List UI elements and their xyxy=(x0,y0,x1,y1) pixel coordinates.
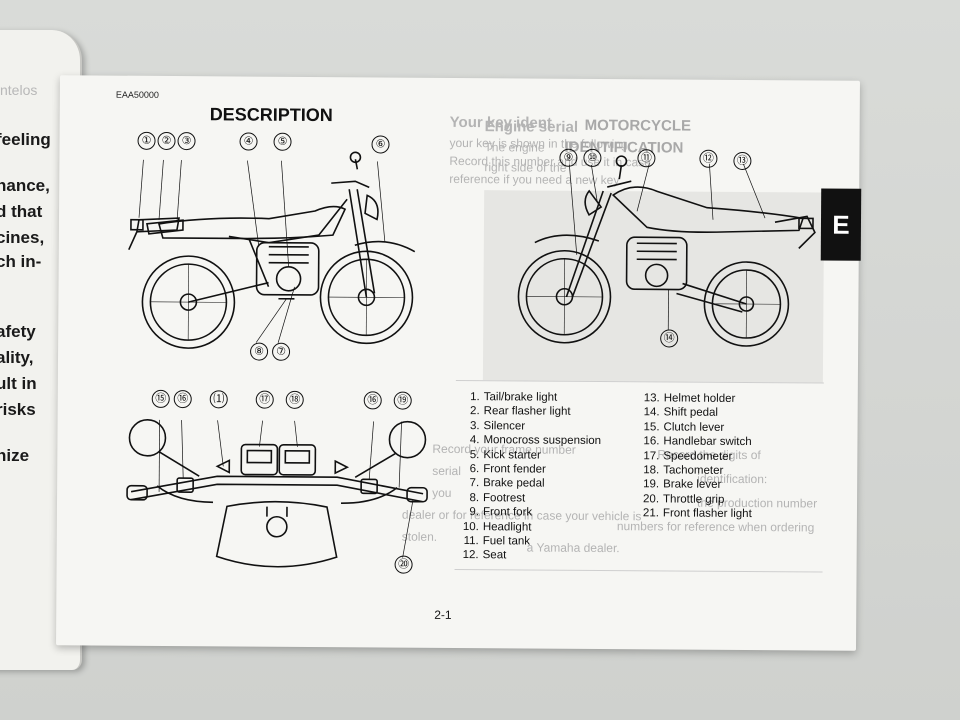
legend-item: 11.Fuel tank xyxy=(463,535,531,548)
legend-item: 19.Brake lever xyxy=(643,478,722,492)
motorcycle-right-view xyxy=(517,155,816,347)
parts-legend-right: 13.Helmet holder 14.Shift pedal 15.Clutc… xyxy=(637,391,753,521)
page-number: 2-1 xyxy=(434,607,452,622)
callout-marker: ⑯ xyxy=(173,390,192,409)
page-title: DESCRIPTION xyxy=(209,104,333,126)
text-fragment: feeling xyxy=(0,130,51,149)
motorcycle-left-view xyxy=(128,151,416,349)
text-fragment: nize xyxy=(0,446,30,465)
section-tab: E xyxy=(820,188,862,261)
callout-marker: ⑰ xyxy=(255,390,274,409)
callout-marker: ③ xyxy=(177,132,196,151)
legend-item: 20.Throttle grip xyxy=(643,493,725,506)
callout-marker: ⑳ xyxy=(394,555,413,574)
legend-item: 13.Helmet holder xyxy=(643,392,736,405)
callout-marker: ⑪ xyxy=(637,149,656,168)
legend-item: 2.Rear flasher light xyxy=(470,405,571,419)
legend-item: 21.Front flasher light xyxy=(642,507,752,521)
ghost-heading: Engine serial xyxy=(484,118,579,136)
manual-page: Your key ident your key is shown in the … xyxy=(56,75,862,651)
text-fragment: afety xyxy=(0,322,36,341)
legend-item: 17.Speedometer xyxy=(643,449,733,463)
legend-item: 18.Tachometer xyxy=(643,464,724,477)
callout-marker: ⑴ xyxy=(209,390,228,409)
legend-item: 14.Shift pedal xyxy=(643,406,719,420)
callout-marker: ⑦ xyxy=(272,342,291,361)
legend-item: 9.Front fork xyxy=(469,506,533,519)
legend-item: 10.Headlight xyxy=(462,520,532,534)
legend-item: 1.Tail/brake light xyxy=(470,391,558,404)
callout-marker: ① xyxy=(137,131,156,150)
callout-marker: ⑫ xyxy=(699,149,718,168)
callout-marker: ⑨ xyxy=(559,148,578,167)
legend-item: 6.Front fender xyxy=(469,463,546,476)
callout-marker: ⑬ xyxy=(733,151,752,171)
text-fragment: nance, xyxy=(0,176,50,195)
legend-item: 3.Silencer xyxy=(469,419,526,433)
handlebar-view xyxy=(126,419,428,568)
callout-marker: ⑥ xyxy=(371,135,390,154)
text-fragment: cines, xyxy=(0,228,45,247)
legend-item: 15.Clutch lever xyxy=(643,421,725,434)
callout-marker: ⑩ xyxy=(583,148,602,167)
callout-marker: ⑲ xyxy=(393,391,412,410)
ghost-heading: MOTORCYCLE xyxy=(584,116,692,135)
legend-item: 5.Kick starter xyxy=(469,448,541,462)
text-fragment: d that xyxy=(0,202,43,221)
text-fragment: ality, xyxy=(0,348,34,367)
legend-item: 4.Monocross suspension xyxy=(469,434,602,448)
legend-item: 16.Handlebar switch xyxy=(643,435,752,449)
legend-item: 12.Seat xyxy=(462,549,507,562)
section-code: EAA50000 xyxy=(115,89,159,100)
text-fragment: ch in- xyxy=(0,252,42,271)
legend-item: 8.Footrest xyxy=(469,491,526,505)
legend-item: 7.Brake pedal xyxy=(469,477,545,491)
callout-marker: ⑭ xyxy=(660,329,679,348)
callout-marker: ② xyxy=(157,131,176,151)
callout-marker: ⑮ xyxy=(151,389,170,408)
ghost-fragment: ntelos xyxy=(0,82,38,98)
callout-marker: ⑤ xyxy=(273,132,292,151)
text-fragment: risks xyxy=(0,400,36,419)
callout-marker: ④ xyxy=(239,132,258,151)
parts-legend-left: 1.Tail/brake light 2.Rear flasher light … xyxy=(457,390,602,564)
callout-marker: ⑱ xyxy=(285,390,304,409)
text-fragment: ult in xyxy=(0,374,37,393)
callout-marker: ⑯ xyxy=(363,391,382,410)
callout-marker: ⑧ xyxy=(250,342,269,361)
